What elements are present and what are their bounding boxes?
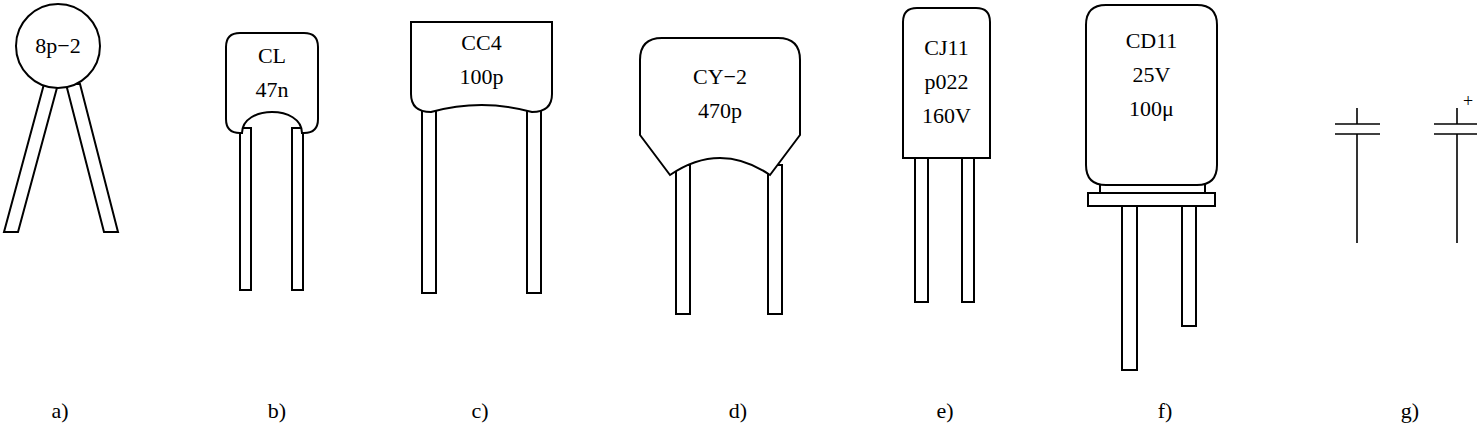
- capacitor-marking: 100p: [460, 60, 504, 94]
- lead-wire: [676, 165, 690, 314]
- capacitor-marking: p022: [925, 65, 969, 99]
- body-outline: [903, 8, 990, 158]
- lead-wire: [66, 84, 118, 232]
- capacitor-marking: CC4: [461, 26, 501, 60]
- capacitor-symbols: [1335, 108, 1477, 243]
- body-outline: [411, 22, 552, 112]
- figure-label: c): [471, 398, 488, 424]
- lead-wire: [1122, 205, 1137, 370]
- capacitor-marking: 47n: [256, 73, 289, 107]
- body-outline: [16, 4, 100, 88]
- capacitor-marking: 160V: [922, 99, 971, 133]
- figure-label: a): [51, 398, 68, 424]
- capacitor-marking: CJ11: [924, 31, 968, 65]
- figure-label: e): [936, 398, 953, 424]
- lead-wire: [422, 100, 436, 293]
- film-body: CJ11p022160V: [903, 8, 990, 158]
- capacitor-marking: 25V: [1133, 58, 1171, 92]
- figure-label: b): [268, 398, 286, 424]
- lead-wire: [527, 100, 541, 293]
- can-base: [1088, 193, 1215, 206]
- body-outline: [640, 38, 800, 175]
- capacitor-marking: 100μ: [1129, 92, 1174, 126]
- polarity-mark: +: [1463, 88, 1473, 114]
- figure-label: g): [1401, 398, 1419, 424]
- figure-label: f): [1158, 398, 1173, 424]
- capacitor-marking: CY−2: [693, 60, 747, 94]
- lead-wire: [962, 155, 974, 302]
- body-outline: [1086, 5, 1217, 185]
- lead-wire: [1182, 205, 1196, 326]
- lead-wire: [915, 155, 928, 302]
- ceramic-disc-body: 8p−2: [15, 3, 101, 89]
- mica-body: CY−2470p: [640, 38, 800, 175]
- ceramic-body: CC4100p: [411, 22, 552, 112]
- monolithic-body: CL47n: [226, 33, 318, 133]
- lead-wire: [768, 165, 782, 314]
- body-outline: [226, 33, 318, 133]
- capacitor-marking: 8p−2: [35, 29, 80, 63]
- lead-wire: [4, 84, 58, 232]
- lead-wire: [292, 128, 303, 290]
- capacitor-marking: 470p: [698, 94, 742, 128]
- figure-label: d): [729, 398, 747, 424]
- capacitor-marking: CD11: [1126, 24, 1178, 58]
- capacitor-marking: CL: [258, 39, 286, 73]
- electrolytic-body: CD1125V100μ: [1086, 5, 1217, 185]
- lead-wire: [240, 128, 251, 290]
